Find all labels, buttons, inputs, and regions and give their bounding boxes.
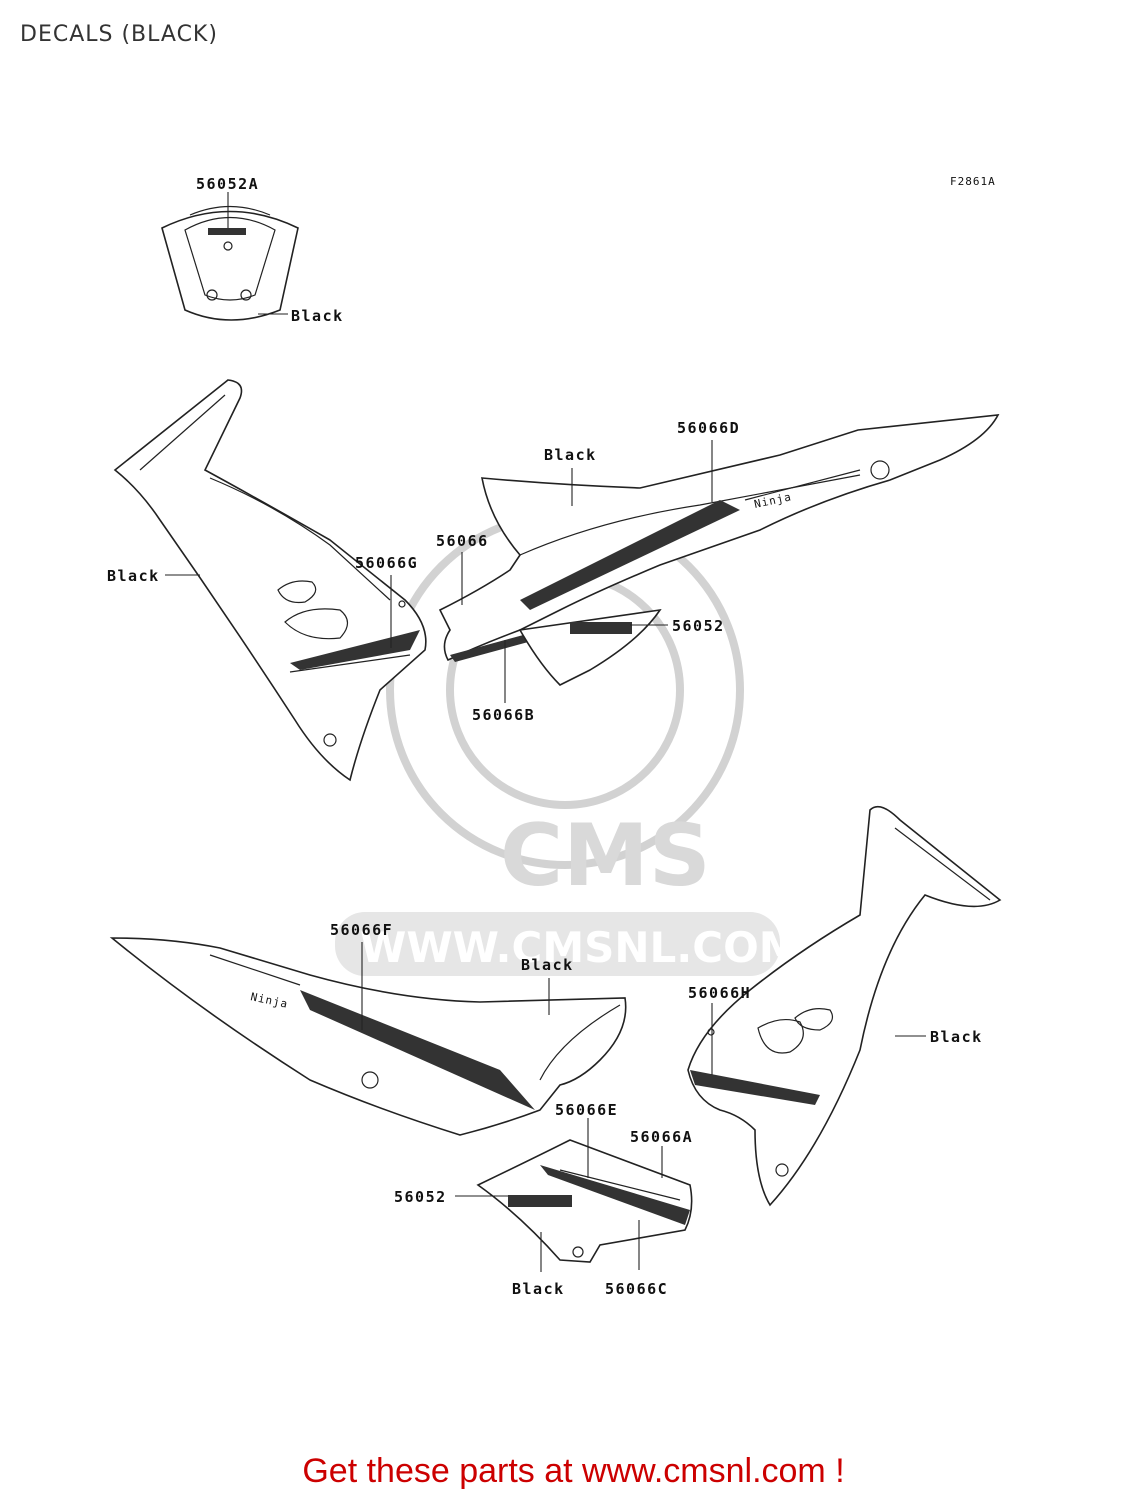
watermark-url: WWW.CMSNL.COM [360,923,801,972]
lower-left-side-panel: Ninja [109,937,627,1136]
label-black-bottom: Black [512,1280,565,1298]
parts-diagram: CMS WWW.CMSNL.COM F2861A 56052A Black Bl… [107,175,1002,1298]
right-side-cowl [687,805,1002,1207]
watermark-brand: CMS [500,806,711,906]
footer-link[interactable]: Get these parts at www.cmsnl.com ! [302,1452,845,1490]
label-56052-bottom: 56052 [394,1188,447,1206]
label-56066E: 56066E [555,1101,618,1119]
label-56066C: 56066C [605,1280,668,1298]
label-black-cowl-right: Black [930,1028,983,1046]
page-title: DECALS (BLACK) [20,22,218,47]
label-56052-top: 56052 [672,617,725,635]
left-side-cowl [113,379,427,782]
label-56066F: 56066F [330,921,393,939]
label-black-lower-left: Black [521,956,574,974]
label-56066A: 56066A [630,1128,693,1146]
label-56066H: 56066H [688,984,751,1002]
tail-cowl [161,205,299,321]
figure-code: F2861A [950,175,996,188]
label-56066D: 56066D [677,419,740,437]
bottom-side-panel [476,1139,693,1263]
label-56066G: 56066G [355,554,418,572]
label-black-cowl-left: Black [107,567,160,585]
upper-right-side-panel: Ninja [438,414,1000,686]
label-56052A: 56052A [196,175,259,193]
label-black-tail: Black [291,307,344,325]
label-56066: 56066 [436,532,489,550]
label-black-upper-right: Black [544,446,597,464]
watermark-banner [335,912,780,976]
label-56066B: 56066B [472,706,535,724]
